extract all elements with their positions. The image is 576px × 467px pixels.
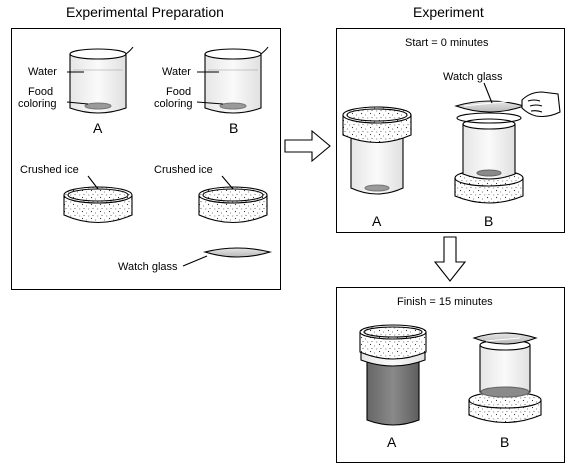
- beaker-b-prep-label: B: [229, 120, 239, 136]
- finish-beaker-a-label: A: [387, 434, 397, 450]
- beaker-a-prep: [66, 46, 134, 114]
- crushed-ice-dish-b: [198, 175, 268, 223]
- crushed-ice-label-a: Crushed ice: [20, 164, 79, 176]
- beaker-b-prep: [196, 46, 269, 114]
- water-label-b: Water: [162, 66, 191, 78]
- watch-glass-prep: [182, 247, 273, 267]
- start-beaker-b-label: B: [484, 213, 494, 229]
- start-beaker-a: [342, 106, 412, 195]
- start-beaker-a-label: A: [372, 213, 382, 229]
- watch-glass-label-prep: Watch glass: [118, 261, 178, 273]
- food-coloring-label-b-line1: Food: [166, 86, 192, 98]
- arrow-right: [284, 129, 331, 163]
- finish-time-label: Finish = 15 minutes: [397, 296, 493, 308]
- start-time-label: Start = 0 minutes: [405, 37, 489, 49]
- food-coloring-label-a-line1: Food: [28, 86, 54, 98]
- arrow-down: [433, 236, 467, 282]
- watch-glass-label-start: Watch glass: [443, 71, 503, 83]
- food-coloring-label-a-line2: coloring: [18, 98, 57, 110]
- crushed-ice-dish-a: [63, 175, 133, 223]
- finish-beaker-b: [468, 332, 542, 423]
- crushed-ice-label-b: Crushed ice: [154, 164, 213, 176]
- hand-icon: [521, 91, 561, 118]
- food-coloring-label-b-line2: coloring: [154, 98, 193, 110]
- start-panel: [336, 28, 565, 233]
- start-beaker-b: [454, 100, 526, 204]
- finish-beaker-a: [359, 324, 427, 426]
- heading-experiment: Experiment: [413, 4, 484, 20]
- water-label-a: Water: [28, 66, 57, 78]
- finish-beaker-b-label: B: [500, 434, 510, 450]
- heading-experimental-preparation: Experimental Preparation: [66, 4, 224, 20]
- beaker-a-prep-label: A: [93, 120, 103, 136]
